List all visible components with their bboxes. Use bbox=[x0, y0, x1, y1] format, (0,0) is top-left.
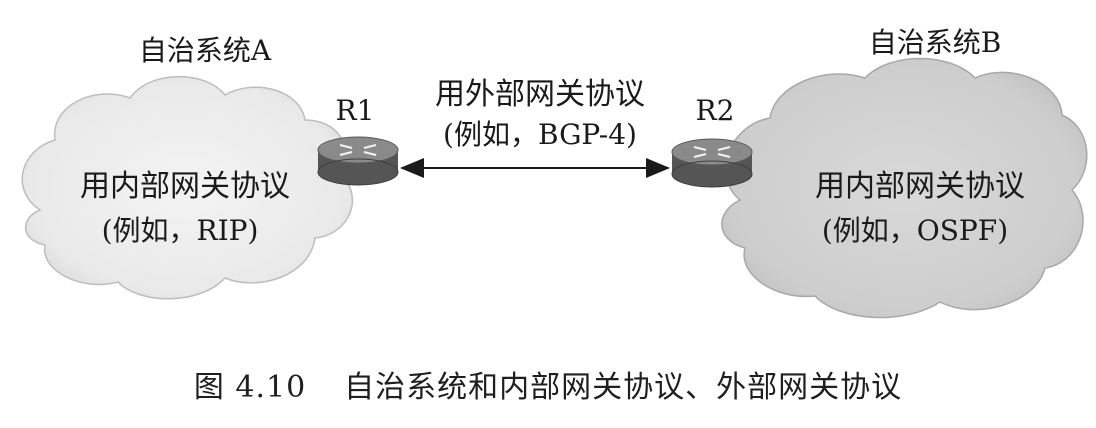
egp-label-line1: 用外部网关协议 bbox=[435, 77, 645, 112]
as-b-protocol-line1: 用内部网关协议 bbox=[815, 169, 1025, 204]
router-r2-label: R2 bbox=[696, 94, 735, 127]
router-icon bbox=[317, 136, 399, 186]
as-b-protocol-line2: (例如，OSPF) bbox=[822, 214, 1008, 247]
network-diagram: 自治系统A 自治系统B 用内部网关协议 (例如，RIP) 用内部网关协议 (例如… bbox=[21, 26, 1088, 319]
cloud-as-b bbox=[721, 57, 1088, 319]
as-b-title: 自治系统B bbox=[869, 26, 1002, 59]
as-a-protocol-line2: (例如，RIP) bbox=[102, 214, 259, 247]
router-icon bbox=[671, 138, 753, 188]
figure-caption-text: 自治系统和内部网关协议、外部网关协议 bbox=[344, 370, 903, 405]
as-a-protocol-line1: 用内部网关协议 bbox=[80, 169, 290, 204]
figure-number: 图 4.10 bbox=[193, 370, 307, 405]
router-r1-label: R1 bbox=[336, 94, 375, 127]
router-r2: R2 bbox=[671, 94, 753, 188]
router-r1: R1 bbox=[317, 94, 399, 186]
as-a-title: 自治系统A bbox=[139, 34, 272, 67]
figure-caption: 图 4.10 自治系统和内部网关协议、外部网关协议 bbox=[0, 362, 1096, 406]
egp-label-line2: (例如，BGP-4) bbox=[443, 118, 637, 151]
